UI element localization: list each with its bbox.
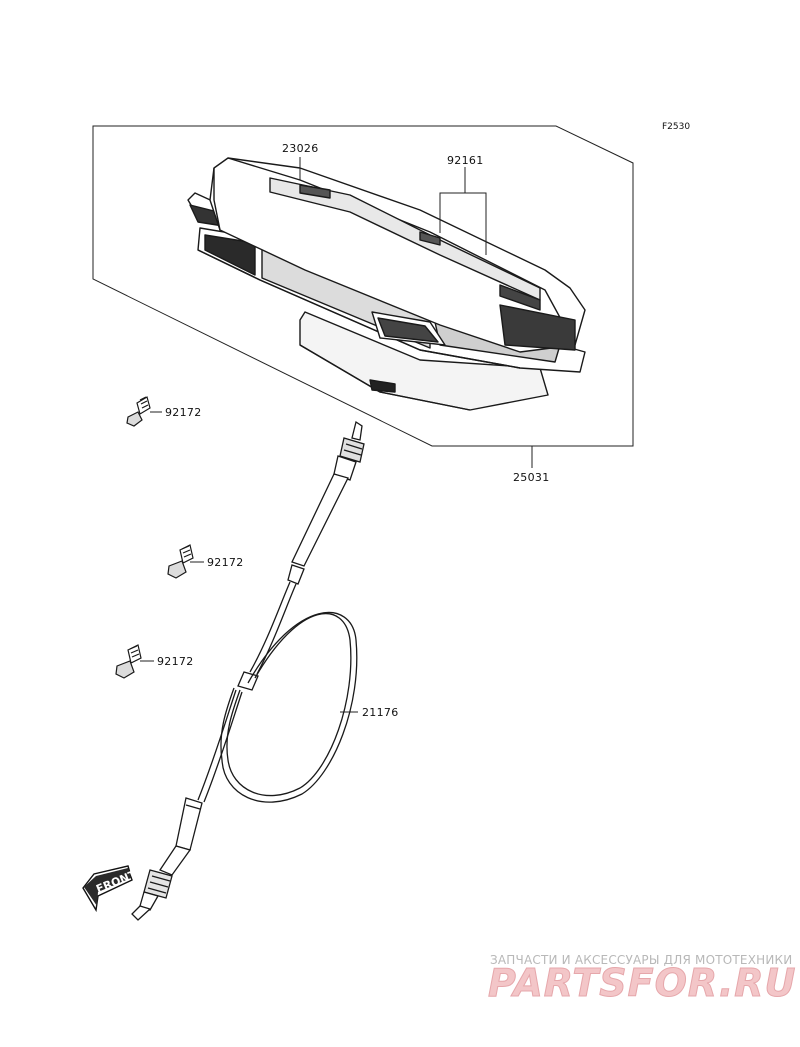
assembly-outline [92, 125, 634, 447]
callout-bulb: 92161 [447, 154, 484, 167]
screw-92172-b [167, 544, 194, 579]
callout-meter-assy: 25031 [513, 471, 550, 484]
front-direction-arrow: FRONT [82, 865, 139, 913]
screw-92172-c [115, 644, 142, 679]
callout-screw-2: 92172 [207, 556, 244, 569]
callout-screw-1: 92172 [165, 406, 202, 419]
figure-code: F2530 [662, 122, 690, 132]
watermark-tagline: ЗАПЧАСТИ И АКСЕССУАРЫ ДЛЯ МОТОТЕХНИКИ [490, 953, 792, 967]
callout-meter-cover: 23026 [282, 142, 319, 155]
screw-92172-a [126, 396, 151, 427]
meter-assembly [187, 157, 586, 411]
callout-screw-3: 92172 [157, 655, 194, 668]
watermark-logo: PARTSFOR.RU [488, 961, 796, 1005]
speedometer-cable [131, 420, 365, 921]
callout-leaders [140, 157, 533, 713]
callout-cable: 21176 [362, 706, 399, 719]
